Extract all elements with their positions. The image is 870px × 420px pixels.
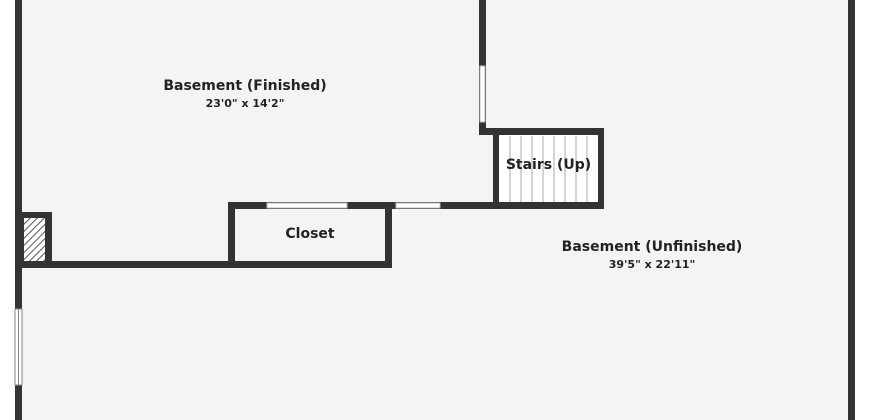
room-dimensions-unfinished: 39'5" x 22'11" <box>608 258 696 271</box>
closet-wall-right <box>385 202 392 268</box>
closet-wall-left <box>228 202 235 268</box>
room-dimensions-finished: 23'0" x 14'2" <box>205 97 285 110</box>
interior-wall-lower <box>15 261 392 268</box>
doorway-opening <box>395 202 441 209</box>
column-hatch <box>24 218 45 261</box>
stairs-wall-right <box>598 128 604 209</box>
room-label-unfinished: Basement (Unfinished) 39'5" x 22'11" <box>527 239 777 271</box>
exterior-wall-left <box>15 0 22 420</box>
closet-top-opening <box>266 202 348 209</box>
room-label-stairs: Stairs (Up) <box>499 157 598 173</box>
stairs-wall-left <box>493 128 499 207</box>
room-name-stairs: Stairs (Up) <box>505 157 592 173</box>
stair-treads <box>509 136 588 204</box>
stairs-wall-top <box>479 128 604 135</box>
divider-wall-opening <box>479 65 486 123</box>
room-label-closet: Closet <box>235 226 385 242</box>
room-name-finished: Basement (Finished) <box>163 78 327 94</box>
floor-area <box>20 0 850 420</box>
room-name-closet: Closet <box>285 226 335 242</box>
stairs-floor <box>498 134 598 204</box>
room-name-unfinished: Basement (Unfinished) <box>561 239 743 255</box>
room-label-finished: Basement (Finished) 23'0" x 14'2" <box>120 78 370 110</box>
exterior-wall-right <box>848 0 855 420</box>
